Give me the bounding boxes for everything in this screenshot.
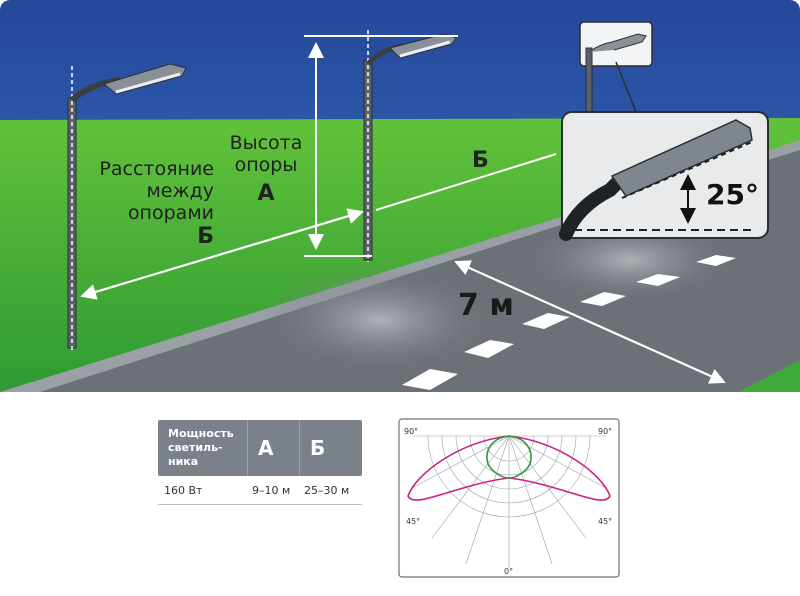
tilt-angle-label: 25° <box>706 178 759 211</box>
distance-dimension <box>80 153 557 300</box>
distance-label-line2: между <box>146 180 214 202</box>
cell-a: 9–10 м <box>252 483 291 497</box>
distance-letter-right: Б <box>472 148 489 173</box>
road-width-dimension <box>454 260 726 384</box>
table-header: Мощность светиль-ника А Б <box>158 420 362 476</box>
tilt-inset <box>559 111 769 241</box>
street-lamp-left <box>67 63 187 350</box>
road-markings <box>402 255 736 390</box>
header-b: Б <box>310 436 326 460</box>
height-dimension <box>304 35 458 257</box>
distribution-curve-narrow <box>486 435 532 479</box>
height-label-line2: опоры <box>234 154 298 176</box>
light-pool <box>260 265 500 375</box>
height-label-line1: Высота <box>229 132 303 154</box>
distance-between-poles-label: Расстояние между опорами <box>92 158 214 224</box>
angle-label-90-right: 90° <box>598 427 612 436</box>
pole-height-label: Высота опоры <box>226 132 306 176</box>
road-width-label: 7 м <box>458 288 514 323</box>
header-power: Мощность светиль-ника <box>158 420 248 476</box>
street-lighting-scene <box>0 0 800 392</box>
table-row: 160 Вт 9–10 м 25–30 м <box>158 476 362 505</box>
street-lamp-middle <box>363 30 457 262</box>
specs-table: Мощность светиль-ника А Б 160 Вт 9–10 м … <box>158 420 362 505</box>
light-distribution-diagram: 90° 90° 45° 45° 0° <box>398 418 620 578</box>
height-letter: А <box>257 181 275 206</box>
road <box>0 150 800 392</box>
angle-label-45-left: 45° <box>406 517 420 526</box>
distance-label-line3: опорами <box>127 202 214 224</box>
cell-power: 160 Вт <box>164 483 203 497</box>
angle-label-45-right: 45° <box>598 517 612 526</box>
distance-label-line1: Расстояние <box>99 158 214 180</box>
angle-label-90-left: 90° <box>404 427 418 436</box>
header-a: А <box>248 420 300 476</box>
street-lamp-far <box>579 21 653 113</box>
distance-letter: Б <box>197 224 214 249</box>
cell-b: 25–30 м <box>304 483 350 497</box>
polar-grid <box>411 435 607 568</box>
angle-label-0: 0° <box>504 567 513 576</box>
